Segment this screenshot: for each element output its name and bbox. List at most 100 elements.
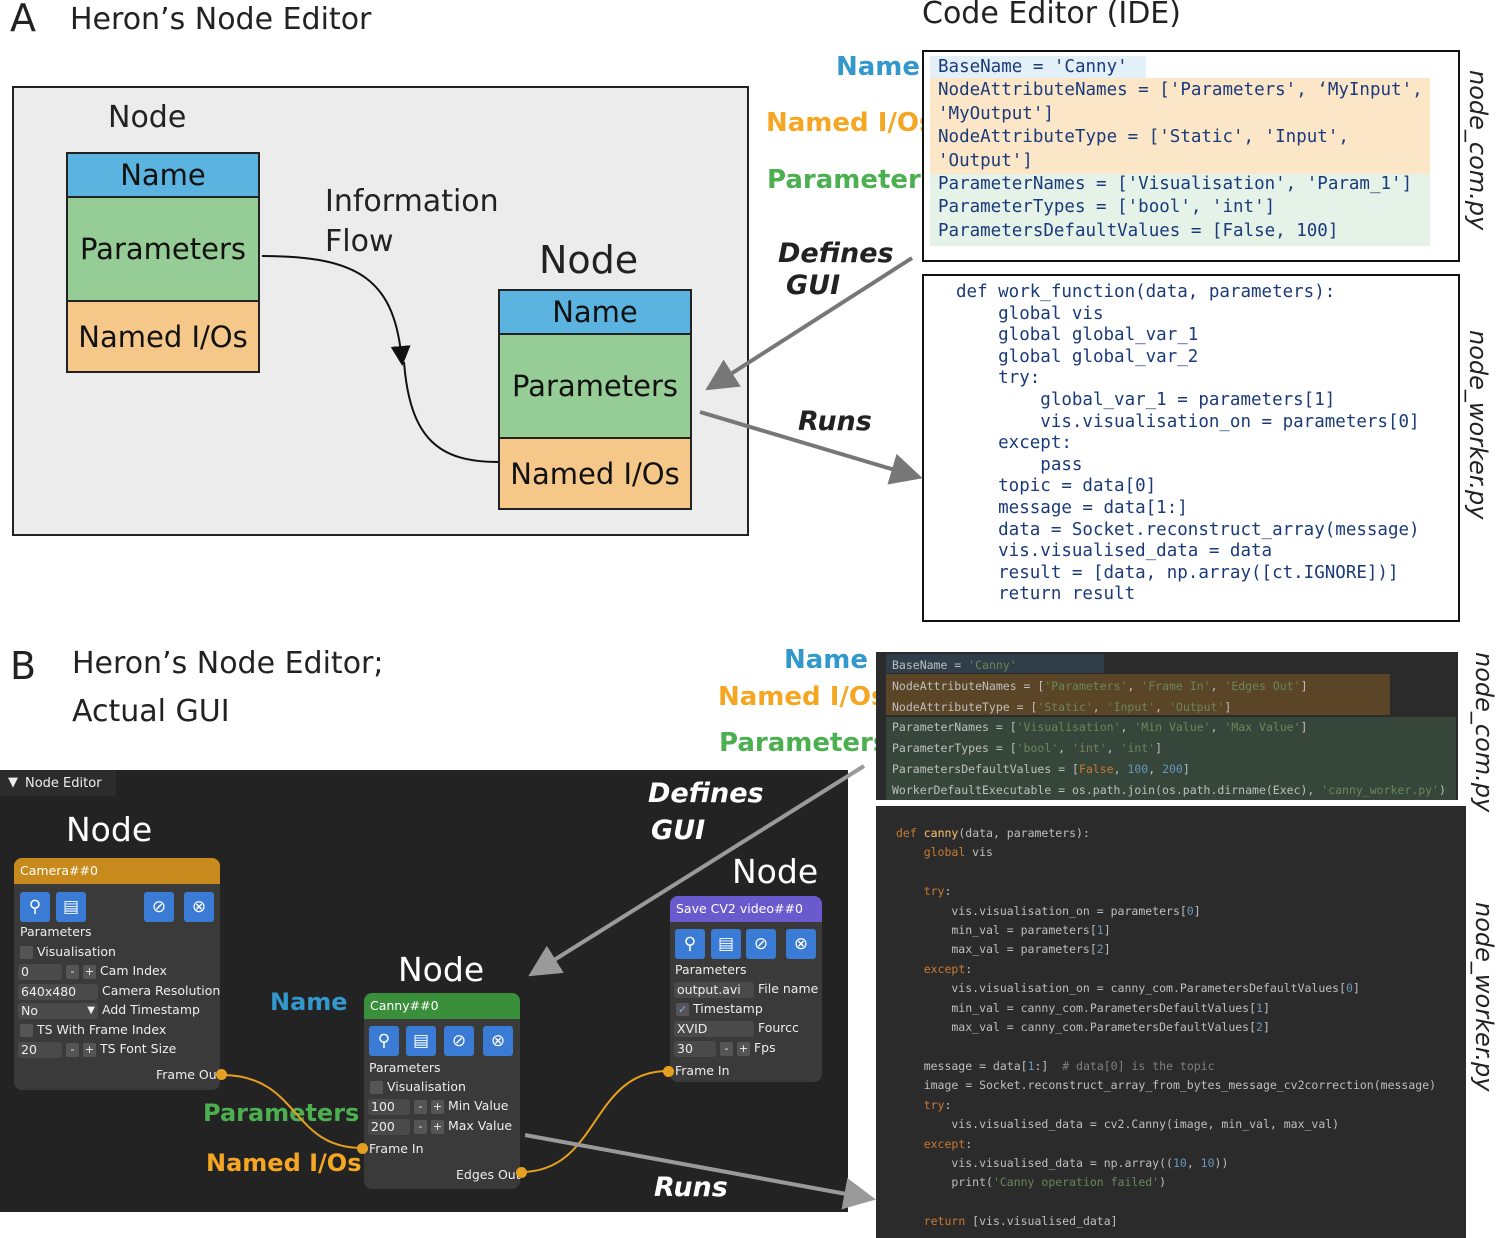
cam-index-label: Cam Index	[99, 963, 167, 978]
close-icon[interactable]: ⊗	[786, 929, 816, 959]
io-highlight	[886, 674, 1390, 715]
connect-icon[interactable]: ⚲	[20, 892, 50, 922]
save-timestamp-row[interactable]: ✓Timestamp	[676, 1001, 763, 1016]
canny-frame-in-label: Frame In	[369, 1141, 424, 1156]
file-name-label: File name	[757, 981, 819, 996]
cam-index-row[interactable]: 0 - + Cam Index	[18, 963, 167, 980]
fps-row[interactable]: 30 - + Fps	[674, 1040, 776, 1057]
code-line: pass	[956, 454, 1083, 475]
ts-frame-row[interactable]: TS With Frame Index	[20, 1022, 166, 1037]
min-value-input[interactable]: 100	[368, 1098, 410, 1115]
timestamp-select[interactable]: No ▼	[18, 1002, 98, 1019]
camera-visualisation[interactable]: Visualisation	[20, 944, 116, 959]
fourcc-input[interactable]: XVID	[674, 1020, 754, 1037]
camera-node[interactable]: Camera##0 ⚲ ▤ ⊘ ⊗ Parameters Visualisati…	[14, 858, 222, 1090]
code-line-io: 'MyOutput']	[938, 103, 1054, 124]
editor-tab[interactable]: ▼ Node Editor	[0, 770, 116, 796]
minus-icon[interactable]: -	[719, 1041, 733, 1056]
file-name-row[interactable]: output.avi File name	[674, 981, 818, 998]
overlay-io: Named I/Os	[206, 1149, 362, 1177]
resolution-input[interactable]: 640x480	[18, 983, 98, 1000]
code-line: global vis	[956, 303, 1104, 324]
canny-node[interactable]: Canny##0 ⚲ ▤ ⊘ ⊗ Parameters Visualisatio…	[364, 993, 521, 1189]
minus-icon[interactable]: -	[65, 1042, 79, 1057]
camera-node-header[interactable]: Camera##0	[14, 858, 220, 884]
legend-b-parameters: Parameters	[719, 728, 889, 758]
checkbox[interactable]	[370, 1081, 383, 1094]
runs-arrow	[699, 410, 923, 485]
plus-icon[interactable]: +	[82, 1042, 96, 1057]
canny-parameters-label: Parameters	[369, 1060, 441, 1075]
legend-io: Named I/Os	[766, 108, 935, 138]
plus-icon[interactable]: +	[430, 1119, 444, 1134]
plus-icon[interactable]: +	[430, 1099, 444, 1114]
code-line-io: NodeAttributeNames = ['Parameters', ‘MyI…	[938, 80, 1423, 101]
disable-icon[interactable]: ⊘	[746, 929, 776, 959]
overlay-parameters: Parameters	[203, 1099, 360, 1127]
overlay-name: Name	[270, 988, 348, 1016]
min-value-row[interactable]: 100 - + Min Value	[368, 1098, 508, 1115]
code-line: except:	[956, 433, 1072, 454]
check-icon[interactable]: ✓	[676, 1003, 689, 1016]
fps-label: Fps	[753, 1040, 776, 1055]
ide-worker-box: def canny(data, parameters): global vis …	[876, 806, 1466, 1238]
timestamp-row[interactable]: No ▼ Add Timestamp	[18, 1002, 200, 1019]
connect-icon[interactable]: ⚲	[369, 1026, 399, 1056]
minus-icon[interactable]: -	[413, 1119, 427, 1134]
code-line: vis.visualised_data = data	[956, 541, 1273, 562]
minus-icon[interactable]: -	[413, 1099, 427, 1114]
canny-node-header[interactable]: Canny##0	[364, 993, 520, 1019]
legend-b-name: Name	[784, 645, 869, 675]
font-size-row[interactable]: 20 - + TS Font Size	[18, 1041, 176, 1058]
canny-visualisation[interactable]: Visualisation	[370, 1079, 466, 1094]
timestamp-label: Add Timestamp	[101, 1002, 200, 1017]
save-icon[interactable]: ▤	[56, 892, 86, 922]
frame-out-pin[interactable]	[216, 1069, 227, 1080]
node-parameters-section: Parameters	[500, 335, 690, 439]
code-line: def work_function(data, parameters):	[956, 282, 1336, 302]
gui-defines-2: GUI	[651, 815, 706, 846]
close-icon[interactable]: ⊗	[184, 892, 214, 922]
code-line-par: ParametersDefaultValues = [False, 100]	[938, 220, 1339, 241]
max-value-input[interactable]: 200	[368, 1118, 410, 1135]
minus-icon[interactable]: -	[65, 964, 79, 979]
save-frame-in-pin[interactable]	[663, 1066, 674, 1077]
font-size-label: TS Font Size	[99, 1041, 177, 1056]
close-icon[interactable]: ⊗	[483, 1026, 513, 1056]
plus-icon[interactable]: +	[82, 964, 96, 979]
node-parameters-section: Parameters	[68, 198, 258, 302]
link-camera-canny	[221, 1074, 363, 1149]
canny-frame-in-pin[interactable]	[357, 1143, 368, 1154]
flow-curve	[403, 361, 499, 463]
save-node[interactable]: Save CV2 video##0 ⚲ ▤ ⊘ ⊗ Parameters out…	[670, 896, 822, 1082]
com-code-box: BaseName = 'Canny'NodeAttributeNames = […	[922, 50, 1460, 262]
node-box-left: Name Parameters Named I/Os	[66, 152, 260, 373]
checkbox[interactable]	[20, 1024, 33, 1037]
code-line: result = [data, np.array([ct.IGNORE])]	[956, 562, 1399, 583]
save-node-header[interactable]: Save CV2 video##0	[670, 896, 822, 922]
connect-icon[interactable]: ⚲	[675, 929, 705, 959]
file-name-input[interactable]: output.avi	[674, 981, 754, 998]
panel-a-title: Heron’s Node Editor	[70, 2, 372, 37]
code-line-io: 'Output']	[938, 150, 1033, 171]
gui-defines-1: Defines	[648, 778, 764, 809]
save-icon[interactable]: ▤	[711, 929, 741, 959]
dropdown-icon[interactable]: ▼	[87, 1004, 95, 1016]
fps-input[interactable]: 30	[674, 1040, 716, 1057]
cam-index-input[interactable]: 0	[18, 963, 62, 980]
disable-icon[interactable]: ⊘	[444, 1026, 474, 1056]
plus-icon[interactable]: +	[736, 1041, 750, 1056]
resolution-row[interactable]: 640x480 Camera Resolution	[18, 983, 220, 1000]
node-io-section: Named I/Os	[500, 439, 690, 508]
save-frame-in-label: Frame In	[675, 1063, 730, 1078]
disable-icon[interactable]: ⊘	[144, 892, 174, 922]
max-value-row[interactable]: 200 - + Max Value	[368, 1118, 512, 1135]
timestamp-value: No	[21, 1002, 38, 1018]
checkbox[interactable]	[20, 946, 33, 959]
save-icon[interactable]: ▤	[406, 1026, 436, 1056]
code-line: global global_var_2	[956, 346, 1199, 367]
code-line: vis.visualisation_on = parameters[0]	[956, 411, 1420, 432]
font-size-input[interactable]: 20	[18, 1041, 62, 1058]
ide-title: Code Editor (IDE)	[922, 0, 1181, 31]
fourcc-row[interactable]: XVID Fourcc	[674, 1020, 799, 1037]
